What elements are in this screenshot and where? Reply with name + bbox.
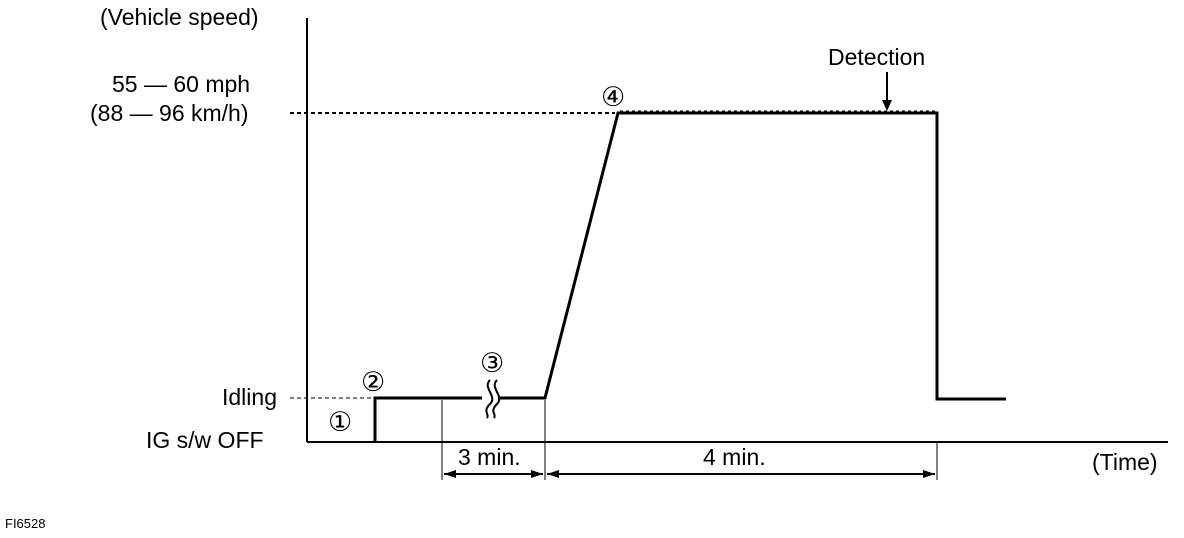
detection-label: Detection	[828, 44, 925, 70]
dim-4-arrow-right	[923, 470, 935, 478]
dim-3-arrow-left	[444, 470, 456, 478]
ig-off-label: IG s/w OFF	[146, 427, 264, 453]
detection-arrow-head	[882, 100, 892, 111]
speed-kmh-label: (88 — 96 km/h)	[90, 100, 249, 126]
step-1-marker: ①	[328, 407, 352, 438]
step-3-marker: ③	[480, 348, 504, 379]
dim-3-arrow-right	[531, 470, 543, 478]
break-gap	[482, 388, 498, 408]
break-mark-right	[492, 379, 501, 419]
y-axis-label: (Vehicle speed)	[100, 4, 259, 30]
x-axis-label: (Time)	[1092, 449, 1158, 475]
step-4-marker: ④	[601, 82, 625, 113]
step-2-marker: ②	[361, 367, 385, 398]
speed-mph-label: 55 — 60 mph	[112, 71, 250, 97]
dim-3-label: 3 min.	[458, 444, 521, 470]
dim-4-arrow-left	[547, 470, 559, 478]
dim-4-label: 4 min.	[703, 444, 766, 470]
figure-code: FI6528	[5, 516, 45, 531]
speed-profile-line	[373, 111, 1006, 442]
idling-label: Idling	[222, 384, 277, 410]
break-mark-left	[485, 379, 494, 419]
